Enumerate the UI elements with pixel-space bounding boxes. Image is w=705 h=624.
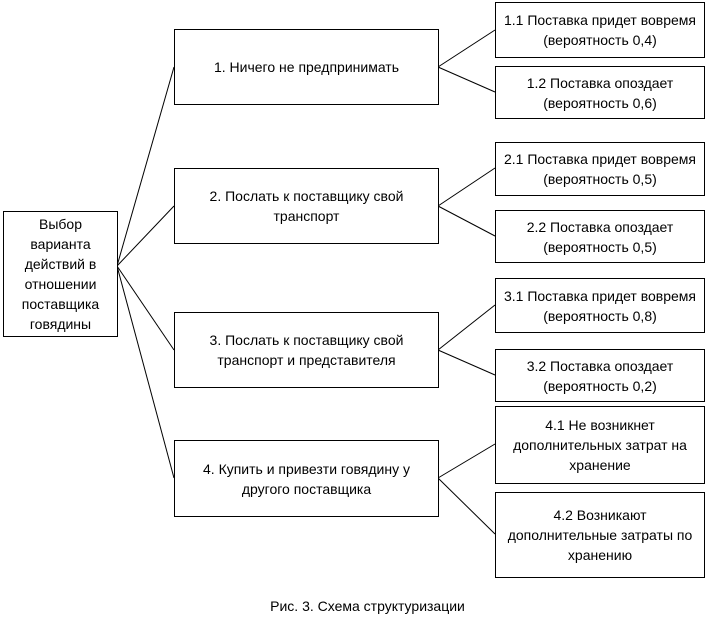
connector (437, 304, 496, 351)
outcome-node-3-1: 3.1 Поставка придет вовремя (вероятность… (495, 278, 705, 333)
option-node-4: 4. Купить и привезти говядину у другого … (174, 440, 439, 517)
option-label: 1. Ничего не предпринимать (213, 59, 400, 75)
outcome-label: 4.1 Не возникнет дополнительных затрат н… (513, 417, 687, 473)
outcome-node-1-1: 1.1 Поставка придет вовремя (вероятность… (495, 2, 705, 58)
outcome-node-1-2: 1.2 Поставка опоздает (вероятность 0,6) (495, 66, 705, 119)
outcome-label: 2.2 Поставка опоздает (вероятность 0,5) (526, 218, 674, 255)
connector (437, 443, 496, 479)
figure-caption: Рис. 3. Схема структуризации (270, 598, 465, 614)
connector (116, 265, 175, 479)
outcome-label: 1.2 Поставка опоздает (вероятность 0,6) (526, 74, 674, 111)
option-label: 3. Послать к поставщику свой транспорт и… (209, 332, 404, 368)
outcome-node-2-2: 2.2 Поставка опоздает (вероятность 0,5) (495, 210, 705, 263)
outcome-node-4-1: 4.1 Не возникнет дополнительных затрат н… (495, 406, 705, 484)
option-node-1: 1. Ничего не предпринимать (174, 29, 439, 105)
outcome-label: 3.2 Поставка опоздает (вероятность 0,2) (526, 357, 674, 394)
connector (437, 29, 496, 68)
outcome-label: 2.1 Поставка придет вовремя (вероятность… (503, 151, 697, 187)
connector (437, 477, 496, 535)
outcome-label: 4.2 Возникают дополнительные затраты по … (507, 507, 693, 563)
root-label: Выбор варианта действий в отношении пост… (21, 216, 100, 332)
root-node: Выбор варианта действий в отношении пост… (3, 211, 118, 337)
option-node-2: 2. Послать к поставщику свой транспорт (174, 168, 439, 244)
outcome-node-3-2: 3.2 Поставка опоздает (вероятность 0,2) (495, 349, 705, 402)
outcome-label: 3.1 Поставка придет вовремя (вероятность… (503, 287, 697, 324)
option-label: 4. Купить и привезти говядину у другого … (203, 460, 410, 497)
outcome-label: 1.1 Поставка придет вовремя (вероятность… (503, 12, 697, 48)
outcome-node-4-2: 4.2 Возникают дополнительные затраты по … (495, 492, 705, 578)
option-label: 2. Послать к поставщику свой транспорт (209, 188, 404, 224)
connector (437, 205, 496, 237)
connector (116, 265, 175, 351)
connector (437, 349, 496, 376)
connector (437, 66, 496, 93)
outcome-node-2-1: 2.1 Поставка придет вовремя (вероятность… (495, 142, 705, 196)
connector (437, 167, 496, 207)
connector (116, 205, 175, 267)
option-node-3: 3. Послать к поставщику свой транспорт и… (174, 312, 439, 388)
connector (116, 66, 175, 267)
